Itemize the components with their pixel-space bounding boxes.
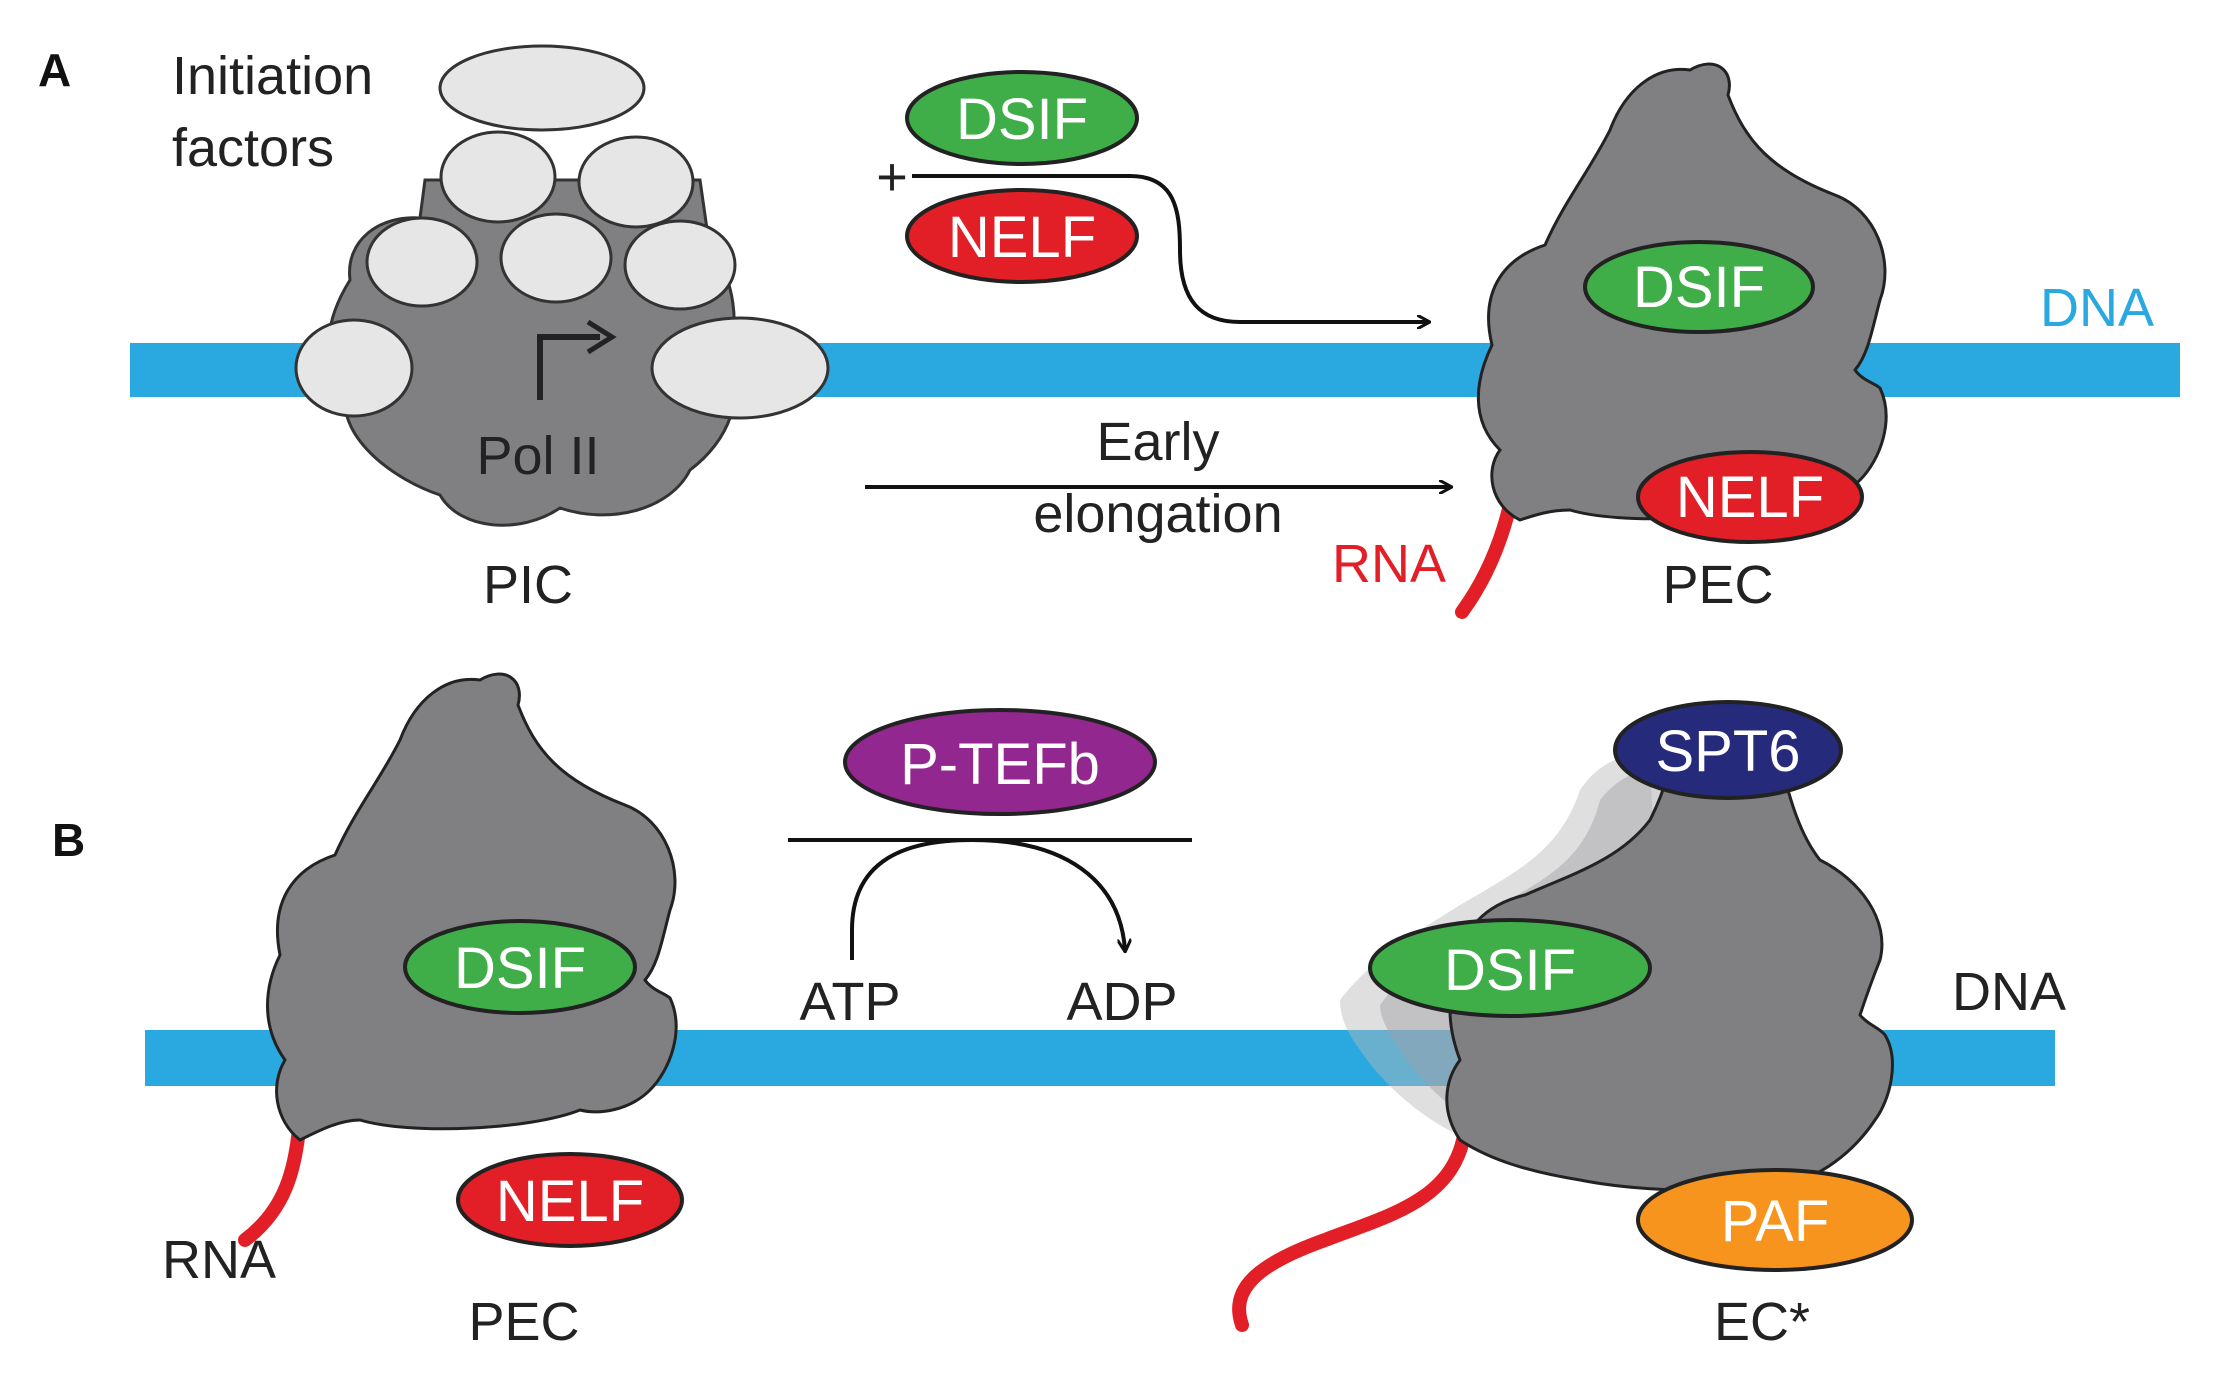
rna-strand-b: [238, 1111, 307, 1247]
panel-b-label: B: [52, 814, 85, 866]
dsif-label-pec-b: DSIF: [454, 936, 586, 1001]
recruitment-arrow: [912, 174, 1428, 322]
dsif-oval-ec: [1368, 918, 1652, 1018]
ptefb-label: P-TEFb: [900, 732, 1100, 797]
spt6-oval: [1613, 700, 1843, 800]
bent-arrow-icon: [537, 319, 617, 400]
initiation-factor-oval: [439, 130, 557, 224]
dna-label-a: DNA: [2040, 278, 2154, 338]
initiation-factor-oval: [577, 135, 695, 229]
initiation-factor-oval: [623, 219, 737, 311]
nelf-label-pec-a: NELF: [1676, 465, 1824, 530]
initiation-factors-label-line1: Initiation: [172, 46, 373, 106]
atp-to-adp-arrow: [850, 837, 1125, 960]
dsif-oval-pec-a: [1583, 240, 1815, 334]
nelf-oval-pec-a: [1636, 450, 1864, 544]
paf-oval: [1636, 1168, 1914, 1272]
atp-label: ATP: [799, 972, 900, 1032]
dsif-label: DSIF: [956, 87, 1088, 152]
initiation-factors-label-line2: factors: [172, 118, 334, 178]
panel-b: B DSIF NELF RNA PEC P-TEFb ATP ADP SPT6 …: [52, 672, 2066, 1352]
initiation-factor-oval: [499, 212, 613, 304]
rna-label-a: RNA: [1332, 534, 1446, 594]
dsif-label-ec: DSIF: [1444, 938, 1576, 1003]
rna-strand-ec: [1232, 1123, 1472, 1332]
pol2-label: Pol II: [476, 426, 599, 486]
nelf-oval-pec-b: [456, 1152, 684, 1248]
nelf-oval: [905, 188, 1139, 284]
initiation-factor-oval: [650, 316, 830, 420]
initiation-factor-oval: [365, 216, 479, 308]
rna-label-b: RNA: [162, 1230, 276, 1290]
adp-label: ADP: [1066, 972, 1177, 1032]
dsif-label-pec-a: DSIF: [1633, 255, 1765, 320]
panel-a: A Pol II PIC Initiation factors DSIF + N…: [38, 44, 2180, 619]
ec-label: EC*: [1714, 1292, 1810, 1352]
pol2-body-pec-b: [266, 672, 678, 1142]
panel-a-label: A: [38, 44, 71, 96]
pec-label-a: PEC: [1662, 555, 1773, 615]
early-elongation-label-line1: Early: [1096, 412, 1219, 472]
dna-label-b: DNA: [1952, 962, 2066, 1022]
plus-sign: +: [876, 147, 908, 207]
dsif-oval-pec-b: [403, 919, 637, 1015]
pec-label-b: PEC: [468, 1292, 579, 1352]
pic-label: PIC: [483, 555, 573, 615]
nelf-label-pec-b: NELF: [496, 1169, 644, 1234]
nelf-label: NELF: [948, 205, 1096, 270]
ptefb-oval: [843, 708, 1157, 816]
initiation-factor-oval: [294, 318, 414, 418]
initiation-factor-oval: [438, 44, 646, 132]
paf-label: PAF: [1721, 1189, 1830, 1254]
spt6-label: SPT6: [1655, 719, 1800, 784]
dsif-oval: [905, 70, 1139, 166]
early-elongation-label-line2: elongation: [1033, 484, 1282, 544]
